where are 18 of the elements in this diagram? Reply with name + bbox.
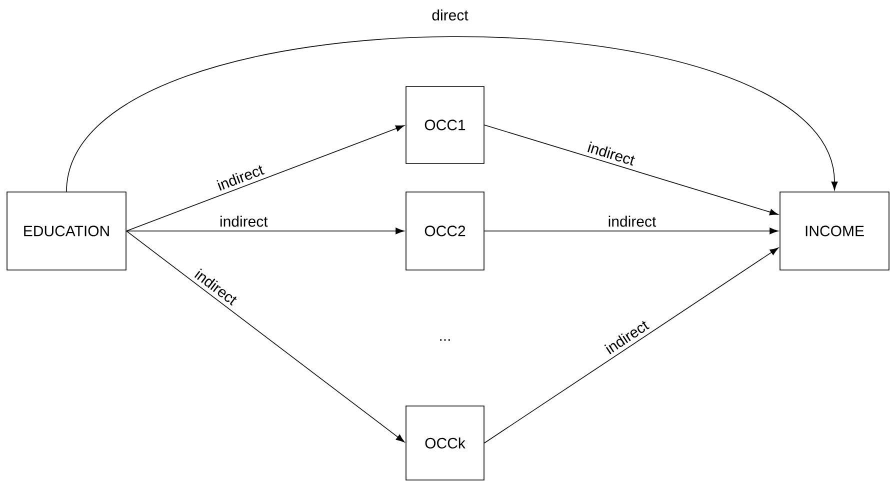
edge-label: indirect — [216, 165, 265, 191]
edge-label: indirect — [588, 141, 635, 166]
arrow — [66, 36, 838, 192]
arrow — [126, 228, 404, 234]
edge-label: indirect — [608, 216, 656, 227]
concept-box: OCC1 — [406, 86, 484, 164]
arrow — [484, 248, 779, 444]
concept-box: INCOME — [780, 192, 890, 270]
arrow — [484, 124, 778, 216]
edge-label: direct — [432, 9, 468, 20]
arrow — [126, 230, 405, 442]
concept-box: OCC2 — [406, 192, 484, 270]
ellipsis: ... — [440, 339, 450, 341]
arrow — [126, 125, 404, 232]
concept-box: EDUCATION — [6, 192, 126, 270]
arrow — [484, 228, 778, 234]
edge-label: indirect — [220, 216, 268, 227]
concept-box: OCCk — [406, 406, 484, 480]
